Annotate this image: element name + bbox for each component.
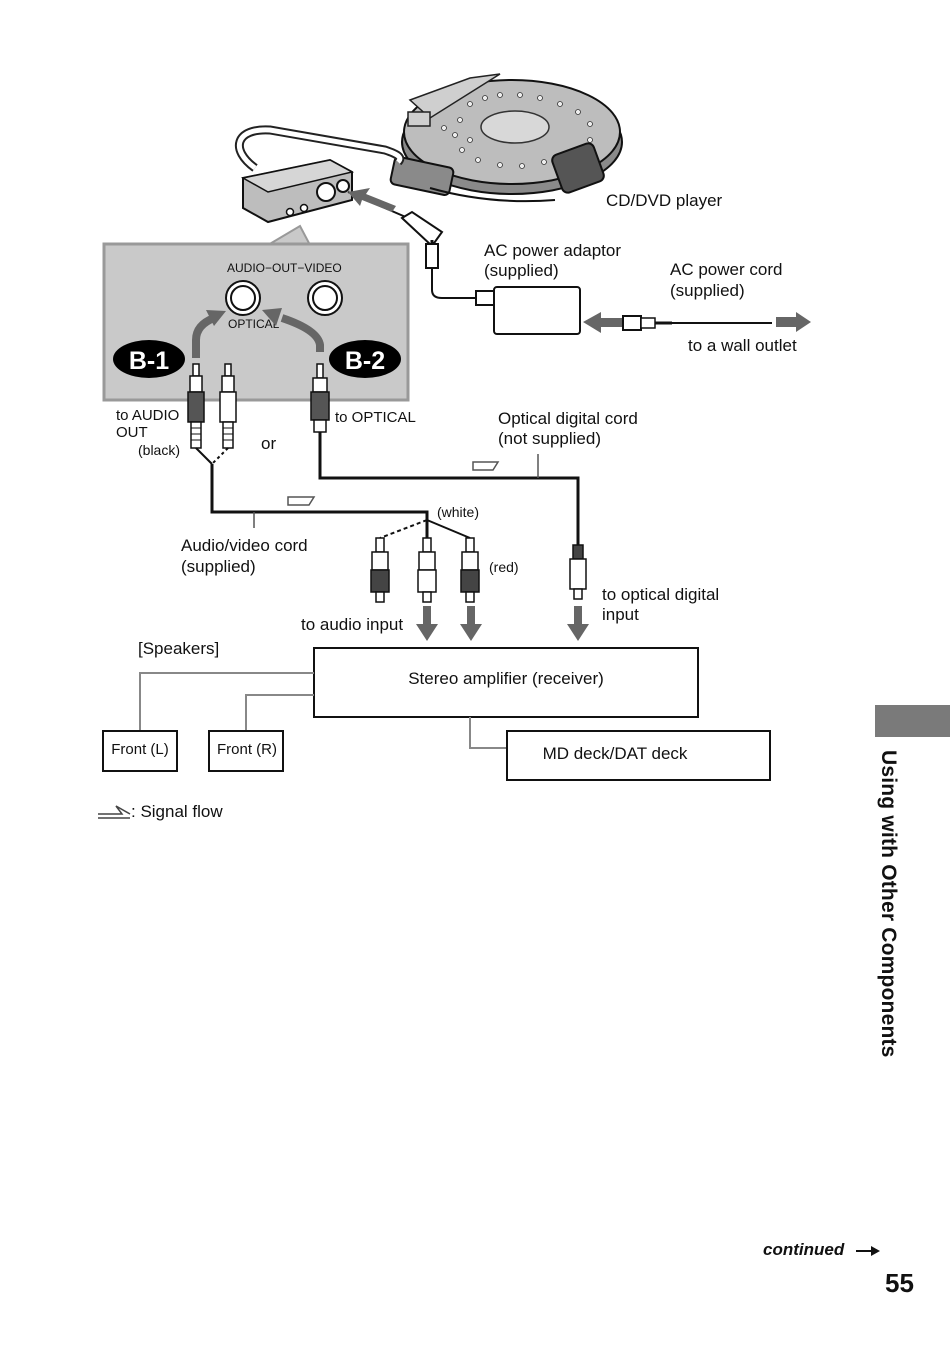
av-cord-supplied-label: (supplied)	[181, 557, 256, 576]
section-tab-marker	[875, 705, 950, 737]
section-side-label: Using with Other Components	[877, 750, 900, 1058]
ac-cord-supplied-label: (supplied)	[670, 281, 745, 300]
optical-cord-label: Optical digital cord	[498, 409, 638, 428]
wall-outlet-label: to a wall outlet	[688, 336, 797, 355]
to-optical-input-label: to optical digital	[602, 585, 719, 604]
panel-audio-out-video-label: AUDIO−OUT−VIDEO	[227, 261, 342, 275]
panel-optical-label: OPTICAL	[228, 317, 280, 331]
ac-power-cord	[583, 312, 811, 333]
front-l-label: Front (L)	[111, 741, 169, 758]
av-cord-label: Audio/video cord	[181, 536, 308, 555]
b1-badge-label: B-1	[129, 347, 169, 375]
optical-cord-not-supplied-label: (not supplied)	[498, 429, 601, 448]
page-number: 55	[885, 1268, 914, 1298]
audio-out-plugs	[187, 363, 237, 465]
to-audio-input-label: to audio input	[301, 615, 403, 634]
amplifier-label: Stereo amplifier (receiver)	[408, 669, 604, 688]
to-audio-out-label-2: OUT	[116, 424, 148, 441]
speakers-label: [Speakers]	[138, 639, 219, 658]
signal-flow-icon	[98, 805, 131, 819]
rca-plugs	[370, 537, 587, 603]
to-optical-label: to OPTICAL	[335, 409, 416, 426]
signal-flow-label: : Signal flow	[131, 802, 223, 821]
insert-arrow	[348, 188, 396, 212]
cd-dvd-player-illustration	[389, 73, 623, 203]
cd-dvd-player-label: CD/DVD player	[606, 191, 723, 210]
jack-adapter-illustration	[234, 125, 409, 224]
to-optical-input-label-2: input	[602, 605, 639, 624]
input-arrows	[416, 606, 589, 641]
ac-cord-label: AC power cord	[670, 260, 782, 279]
white-label: (white)	[437, 504, 479, 520]
ac-adaptor-supplied-label: (supplied)	[484, 261, 559, 280]
black-label: (black)	[138, 442, 180, 458]
red-label: (red)	[489, 559, 519, 575]
to-audio-out-label: to AUDIO	[116, 407, 179, 424]
arrow-right-icon	[856, 1246, 880, 1256]
dc-plug	[400, 210, 486, 299]
md-deck-label: MD deck/DAT deck	[543, 744, 688, 763]
cords	[210, 432, 580, 545]
speaker-wiring	[139, 672, 507, 749]
front-r-box	[208, 730, 284, 772]
front-r-label: Front (R)	[217, 741, 277, 758]
ac-adaptor-label: AC power adaptor	[484, 241, 621, 260]
front-l-box	[102, 730, 178, 772]
b2-badge-label: B-2	[345, 347, 385, 375]
or-label: or	[261, 434, 276, 453]
ac-adaptor-illustration	[475, 286, 581, 335]
continued-label: continued	[763, 1240, 845, 1259]
optical-plug	[310, 363, 330, 433]
jack-panel: AUDIO−OUT−VIDEO OPTICAL B-1 B-2	[102, 224, 410, 402]
amplifier-box	[313, 647, 699, 718]
md-deck-box	[506, 730, 771, 781]
